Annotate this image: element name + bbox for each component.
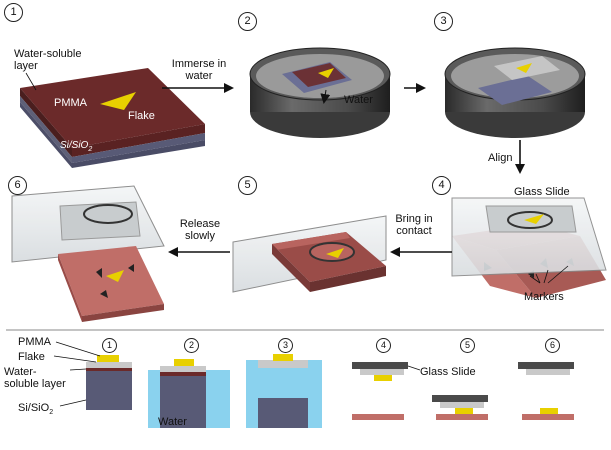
immerse-label: Immerse in water: [171, 58, 227, 82]
step4-stack: [451, 197, 607, 298]
step2-dish: [249, 47, 391, 138]
bottom-substrate-subscript: 2: [49, 409, 54, 417]
xsec-4: [352, 362, 421, 420]
step-number-5: 5: [238, 176, 257, 195]
water-soluble-layer-label: Water-soluble layer: [14, 48, 82, 72]
xsec-number-1: 1: [102, 338, 117, 353]
release-label: Release slowly: [179, 218, 221, 242]
bottom-glass-slide-label: Glass Slide: [420, 366, 476, 378]
glass-slide-label-top: Glass Slide: [514, 186, 570, 198]
bottom-pmma-label: PMMA: [18, 336, 51, 348]
substrate-subscript: 2: [88, 146, 93, 153]
step1-chip: [20, 68, 205, 168]
flake-label: Flake: [128, 110, 155, 122]
substrate-label-text: Si/SiO: [60, 140, 89, 151]
xsec-number-6: 6: [545, 338, 560, 353]
xsec-1: [53, 341, 132, 410]
xsec-6: [518, 362, 574, 420]
water-label-top: Water: [344, 94, 373, 106]
align-label: Align: [488, 152, 513, 164]
step-number-6: 6: [8, 176, 27, 195]
bottom-substrate-label: Si/SiO2: [18, 402, 53, 419]
step-number-1: 1: [4, 3, 23, 22]
xsec-number-5: 5: [460, 338, 475, 353]
xsec-2: [148, 359, 230, 428]
step-number-3: 3: [434, 12, 453, 31]
substrate-label: Si/SiO2: [60, 140, 92, 156]
step-number-4: 4: [432, 176, 451, 195]
bottom-flake-label: Flake: [18, 351, 45, 363]
xsec-number-3: 3: [278, 338, 293, 353]
xsec-3: [246, 354, 322, 428]
xsec-number-4: 4: [376, 338, 391, 353]
bottom-water-label: Water: [158, 416, 187, 428]
bottom-water-soluble-label: Water-soluble layer: [4, 366, 66, 390]
pmma-label: PMMA: [54, 97, 87, 109]
xsec-5: [432, 395, 488, 420]
step5-contact: [232, 215, 387, 293]
step-number-2: 2: [238, 12, 257, 31]
step6-released: [11, 185, 165, 322]
step3-dish: [444, 47, 586, 138]
bring-contact-label: Bring in contact: [395, 213, 433, 237]
markers-label: Markers: [524, 291, 564, 303]
flake-shape: [100, 92, 136, 110]
bottom-substrate-text: Si/SiO: [18, 402, 50, 414]
xsec-number-2: 2: [184, 338, 199, 353]
